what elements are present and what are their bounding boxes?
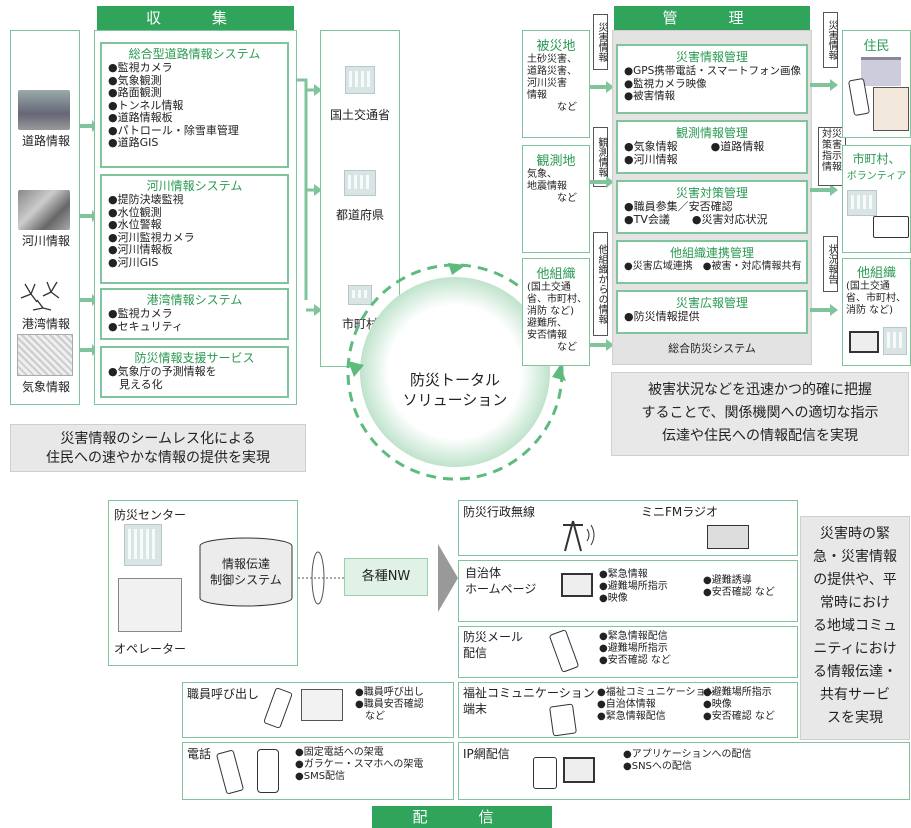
tag-resident-disaster-info: 災害情報: [823, 12, 838, 68]
left-summary: 災害情報のシームレス化による 住民への速やかな情報の提供を実現: [10, 424, 306, 472]
staff-man-icon: [301, 689, 343, 721]
agency-prefecture: 都道府県: [322, 170, 398, 223]
building-icon: [847, 190, 877, 216]
building-icon: [883, 327, 907, 355]
output-residents: 住民: [842, 30, 911, 138]
network-box: 各種NW: [344, 558, 428, 596]
printer-icon: [873, 216, 909, 238]
computer-icon: [563, 757, 595, 783]
tag-other-org-info: 他組織からの情報: [593, 232, 608, 336]
center-circle: [346, 263, 566, 481]
input-observation: 観測地 気象、 地震情報 など: [522, 145, 590, 253]
observation-info-management: 観測情報管理 ●気象情報 ●道路情報 ●河川情報: [616, 120, 808, 174]
building-icon: [345, 66, 375, 94]
disaster-info-support-service: 防災情報支援サービス ●気象庁の予測情報を 見える化: [100, 346, 289, 398]
output-municipality-volunteer: 市町村、 ボランティア: [842, 145, 911, 253]
house-icon: [861, 57, 901, 86]
tag-disaster-info: 災害情報: [593, 14, 608, 70]
mobile-phone-icon: [548, 629, 580, 673]
road-tunnel-icon: [18, 90, 70, 130]
agency-arrows: [296, 78, 322, 316]
phone-panel: 電話 ●固定電話への架電 ●ガラケー・スマホへの架電 ●SMS配信: [182, 742, 454, 800]
input-arrows: [590, 81, 614, 351]
feature-phone-icon: [215, 749, 245, 795]
channel-ip-network: IP網配信 ●アプリケーションへの配信 ●SNSへの配信: [458, 742, 910, 800]
computer-icon: [849, 331, 879, 353]
source-arrows: [80, 120, 98, 356]
distribute-banner: 配 信: [372, 806, 552, 828]
river-info-system: 河川情報システム ●提防決壊監視 ●水位観測 ●水位警報 ●河川監視カメラ ●河…: [100, 174, 289, 284]
harbor-info-system: 港湾情報システム ●監視カメラ ●セキュリティ: [100, 288, 289, 340]
operator-label: オペレーター: [114, 642, 187, 656]
source-weather: 気象情報: [14, 334, 78, 395]
database-icon: [199, 537, 293, 607]
fm-radio-icon: [707, 525, 749, 549]
river-icon: [18, 190, 70, 230]
center-title: 防災トータル ソリューション: [402, 371, 508, 409]
building-icon: [348, 285, 372, 305]
operator-icon: [118, 578, 182, 632]
channel-admin-radio: 防災行政無線 ミニFMラジオ: [458, 500, 798, 556]
disaster-pr-management: 災害広報管理 ●防災情報提供: [616, 290, 808, 334]
collect-banner: 収 集: [97, 6, 294, 30]
input-other-org: 他組織 (国土交通 省、市町村、 消防 など) 避難所、 安否情報 など: [522, 258, 590, 366]
radio-tower-icon: [563, 520, 595, 552]
output-other-org: 他組織 (国土交通 省、市町村、 消防 など): [842, 258, 911, 366]
resident-woman-icon: [873, 87, 909, 131]
source-river: 河川情報: [14, 190, 78, 249]
input-disaster-area: 被災地 土砂災害、 道路災害、 河川災害 情報 など: [522, 30, 590, 138]
disaster-center-label: 防災センター: [114, 508, 187, 522]
org-cooperation-management: 他組織連携管理 ●災害広域連携 ●被害・対応情報共有: [616, 240, 808, 284]
road-info-system: 総合型道路情報システム ●監視カメラ ●気象観測 ●路面観測 ●トンネル情報 ●…: [100, 42, 289, 168]
weather-map-icon: [17, 334, 73, 376]
channel-welfare-terminal: 福祉コミュニケーション 端末 ●福祉コミュニケーション ●自治体情報 ●緊急情報…: [458, 682, 798, 738]
smartphone-icon: [257, 749, 279, 793]
building-icon: [124, 524, 162, 566]
disaster-response-management: 災害対策管理 ●職員参集／安否確認 ●TV会議 ●災害対応状況: [616, 180, 808, 234]
disaster-info-management: 災害情報管理 ●GPS携帯電話・スマートフォン画像 ●監視カメラ映像 ●被害情報: [616, 44, 808, 114]
staff-call-panel: 職員呼び出し ●職員呼び出し ●職員安否確認 など: [182, 682, 454, 738]
computer-icon: [561, 573, 593, 597]
tag-response-instruction: 対災策害指示情報: [818, 127, 846, 186]
manage-banner: 管 理: [614, 6, 810, 30]
tag-observation-info: 観測情報: [593, 127, 608, 187]
control-system-label: 情報伝達 制御システム: [210, 557, 282, 587]
harbor-tetrapod-icon: [20, 281, 60, 311]
output-arrows: [810, 79, 838, 316]
source-harbor: 港湾情報: [12, 280, 80, 332]
manage-footer: 総合防災システム: [668, 342, 756, 355]
tablet-icon: [549, 703, 577, 737]
source-road: 道路情報: [14, 90, 78, 149]
tablet-icon: [533, 757, 557, 789]
agency-mlit: 国土交通省: [322, 66, 398, 123]
right-note: 災害時の緊 急・災害情報 の提供や、平 常時におけ る地域コミュ ニティにおけ …: [800, 516, 910, 740]
tag-status-report: 状況報告: [823, 236, 838, 292]
agency-municipality: 市町村: [322, 285, 398, 332]
mobile-phone-icon: [263, 687, 293, 729]
channel-homepage: 自治体 ホームページ ●緊急情報 ●避難場所指示 ●映像 ●避難誘導 ●安否確認…: [458, 560, 798, 622]
channel-mail: 防災メール 配信 ●緊急情報配信 ●避難場所指示 ●安否確認 など: [458, 626, 798, 678]
right-summary: 被害状況などを迅速かつ的確に把握 することで、関係機関への適切な指示 伝達や住民…: [611, 372, 909, 456]
building-icon: [344, 170, 376, 196]
network-link: [298, 544, 458, 612]
